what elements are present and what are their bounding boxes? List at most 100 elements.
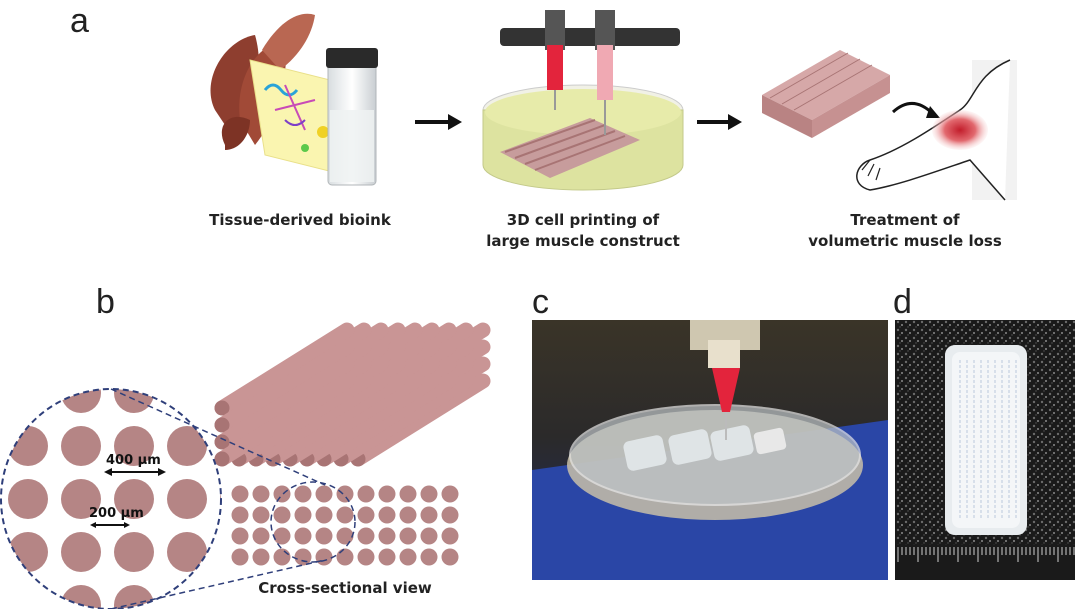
fiber-end — [214, 451, 230, 467]
cross-section-dot — [273, 506, 291, 524]
printing-dish-illustration — [482, 10, 684, 191]
magnified-dot — [8, 585, 48, 609]
magnified-dot — [167, 267, 207, 307]
magnified-dot — [114, 479, 154, 519]
magnified-dot — [8, 389, 48, 413]
cross-section-dot — [252, 506, 270, 524]
bioink-card — [249, 59, 346, 176]
fiber-rod — [231, 373, 372, 467]
caption-cross-section: Cross-sectional view — [250, 578, 440, 599]
cross-section-dot — [252, 527, 270, 545]
fiber-rod — [282, 373, 423, 467]
leg-wound-illustration — [856, 59, 1017, 201]
caption-bioink-text: Tissue-derived bioink — [209, 211, 391, 229]
magnified-dot — [220, 267, 260, 307]
panel-letter-a: a — [70, 2, 89, 40]
magnified-dot — [167, 320, 207, 360]
caption-bioink: Tissue-derived bioink — [200, 210, 400, 231]
cross-section-dot — [441, 506, 459, 524]
caption-cross-section-text: Cross-sectional view — [258, 579, 432, 597]
magnified-dot — [220, 320, 260, 360]
cross-section-dot — [420, 527, 438, 545]
cross-section-grid — [231, 485, 459, 566]
fiber-end — [214, 434, 230, 450]
fiber-rod — [350, 373, 491, 467]
magnified-dot — [61, 389, 101, 413]
magnified-dot — [114, 426, 154, 466]
cross-section-dot — [441, 527, 459, 545]
caption-treatment: Treatment of volumetric muscle loss — [805, 210, 1005, 252]
fiber-rod — [214, 322, 355, 416]
cross-section-dot — [378, 527, 396, 545]
cross-section-dot — [315, 485, 333, 503]
construct-photo — [895, 320, 1075, 580]
fiber-rod — [333, 373, 474, 467]
panel-letter-b: b — [96, 283, 115, 321]
cross-section-dot — [441, 548, 459, 566]
curved-arrow-icon — [891, 102, 940, 118]
magnified-dot — [61, 426, 101, 466]
cross-section-dot — [315, 506, 333, 524]
spacing-label: 400 µm — [106, 453, 161, 468]
arrow-icon — [415, 114, 462, 130]
cross-section-dot — [441, 485, 459, 503]
cross-section-dot — [357, 527, 375, 545]
panel-letter-c: c — [532, 283, 549, 321]
cross-section-dot — [315, 548, 333, 566]
cross-section-dot — [273, 485, 291, 503]
fiber-end — [214, 400, 230, 416]
magnified-dot — [8, 479, 48, 519]
magnified-dot — [114, 585, 154, 609]
magnified-dot — [114, 267, 154, 307]
fiber-rod — [299, 373, 440, 467]
magnified-dot — [114, 389, 154, 413]
cross-section-dot — [420, 485, 438, 503]
ruler-scale — [897, 547, 1075, 562]
magnified-dot — [8, 320, 48, 360]
zoom-line-bottom — [110, 559, 326, 609]
magnified-dot — [167, 426, 207, 466]
magnified-dot — [61, 320, 101, 360]
fiber-rod — [214, 339, 355, 433]
cross-section-dot — [378, 506, 396, 524]
caption-treatment-line1: Treatment of — [850, 211, 960, 229]
muscle-construct-illustration — [762, 50, 890, 138]
cross-section-dot — [420, 506, 438, 524]
magnified-dot — [114, 532, 154, 572]
cross-section-dot — [252, 548, 270, 566]
fiber-bundle-3d — [214, 322, 491, 467]
caption-printing: 3D cell printing of large muscle constru… — [478, 210, 688, 252]
magnified-dot — [61, 532, 101, 572]
caption-treatment-line2: volumetric muscle loss — [808, 232, 1002, 250]
cross-section-dot — [357, 548, 375, 566]
cross-section-dot — [294, 485, 312, 503]
cross-section-dot — [294, 527, 312, 545]
fiber-end — [214, 417, 230, 433]
cross-section-dot — [399, 506, 417, 524]
cross-section-dot — [399, 548, 417, 566]
cross-section-dot — [357, 485, 375, 503]
diameter-label: 200 µm — [89, 506, 144, 521]
cross-section-dot — [357, 506, 375, 524]
magnified-dot — [61, 479, 101, 519]
cross-section-dot — [399, 485, 417, 503]
caption-printing-line2: large muscle construct — [486, 232, 680, 250]
zoom-line-top — [110, 388, 326, 486]
bioink-jar — [326, 48, 378, 186]
cross-section-dot — [231, 548, 249, 566]
cross-section-dot — [336, 506, 354, 524]
cross-section-dot — [336, 527, 354, 545]
zoom-source-circle — [270, 481, 356, 563]
panel-letter-d: d — [893, 283, 912, 321]
cross-section-dot — [273, 548, 291, 566]
caption-printing-line1: 3D cell printing of — [506, 211, 660, 229]
fiber-rod — [248, 373, 389, 467]
fiber-rod — [214, 373, 355, 467]
cross-section-dot — [378, 548, 396, 566]
magnified-dot — [114, 320, 154, 360]
cross-section-dot — [336, 485, 354, 503]
magnified-dot — [167, 479, 207, 519]
cross-section-dot — [231, 485, 249, 503]
cross-section-dot — [273, 527, 291, 545]
